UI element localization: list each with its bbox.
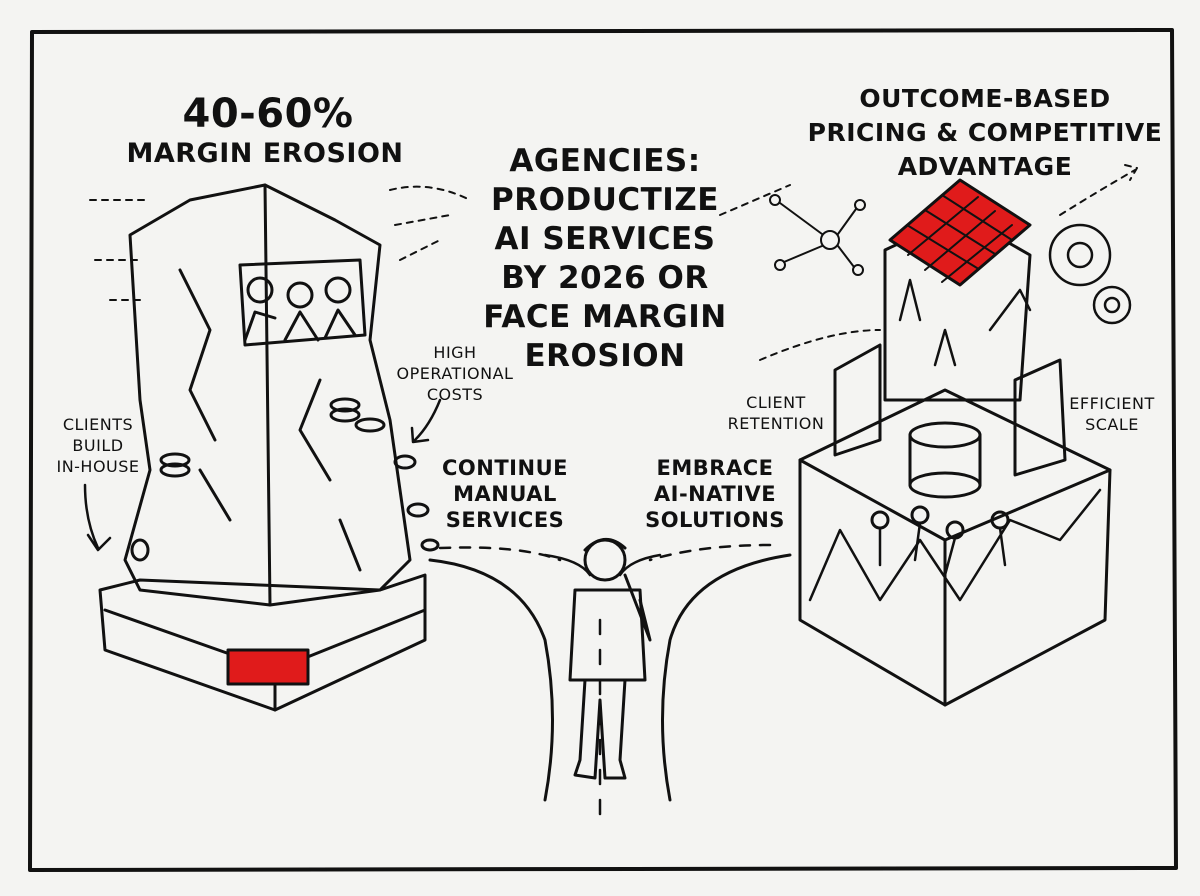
margin-stat: 40-60%	[182, 91, 354, 137]
embrace-ai-label: EMBRACE AI-NATIVE SOLUTIONS	[645, 455, 785, 533]
title-line: AGENCIES:	[509, 143, 701, 179]
label-line: EMBRACE	[656, 456, 774, 480]
title-line: EROSION	[524, 338, 686, 374]
margin-stat-label: MARGIN EROSION	[126, 138, 404, 169]
label-line: SCALE	[1085, 415, 1139, 434]
continue-manual-label: CONTINUE MANUAL SERVICES	[442, 455, 568, 533]
red-brick	[226, 648, 310, 686]
arrow-icon	[410, 398, 442, 444]
frame-border	[28, 28, 1178, 872]
heading-line: PRICING & COMPETITIVE	[807, 118, 1163, 147]
dashed-lines	[719, 184, 881, 361]
title-line: PRODUCTIZE	[491, 182, 719, 218]
high-costs-label: HIGH OPERATIONAL COSTS	[397, 342, 514, 405]
growing-building	[798, 178, 1112, 707]
label-line: EFFICIENT	[1069, 394, 1155, 413]
label-line: CLIENT	[746, 393, 806, 412]
title-line: AI SERVICES	[494, 221, 716, 257]
dashed-lines	[89, 185, 471, 301]
title-line: FACE MARGIN	[483, 299, 727, 335]
client-retention-label: CLIENT RETENTION	[728, 392, 825, 434]
clients-build-label: CLIENTS BUILD IN-HOUSE	[56, 414, 139, 477]
network-icon	[769, 194, 866, 276]
label-line: IN-HOUSE	[56, 457, 140, 476]
dashed-arrow	[1059, 164, 1138, 216]
thinking-person	[568, 538, 652, 780]
arrow-icon	[83, 483, 112, 552]
efficient-scale-label: EFFICIENT SCALE	[1069, 393, 1154, 435]
heading-line: ADVANTAGE	[897, 152, 1073, 181]
label-line: SERVICES	[445, 508, 565, 532]
label-line: CONTINUE	[442, 456, 568, 480]
crumbling-tower	[98, 183, 440, 712]
main-title: AGENCIES: PRODUCTIZE AI SERVICES BY 2026…	[483, 142, 726, 376]
label-line: SOLUTIONS	[645, 508, 785, 532]
label-line: MANUAL	[453, 482, 557, 506]
gear-icon	[1048, 223, 1112, 287]
label-line: HIGH	[433, 343, 477, 362]
label-line: RETENTION	[727, 414, 825, 433]
label-line: COSTS	[426, 385, 484, 404]
outcome-heading: OUTCOME-BASED PRICING & COMPETITIVE ADVA…	[808, 82, 1163, 184]
label-line: AI-NATIVE	[653, 482, 777, 506]
label-line: BUILD	[72, 436, 124, 455]
label-line: OPERATIONAL	[396, 364, 514, 383]
heading-line: OUTCOME-BASED	[859, 84, 1111, 113]
gear-icon	[1092, 285, 1132, 325]
label-line: CLIENTS	[62, 415, 134, 434]
title-line: BY 2026 OR	[501, 260, 709, 296]
